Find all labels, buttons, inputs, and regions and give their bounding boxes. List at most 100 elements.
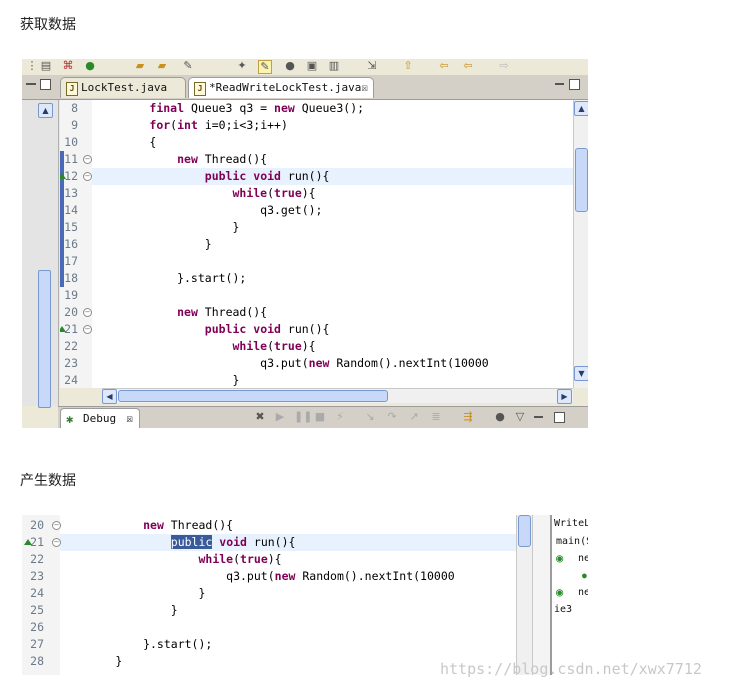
tab-label: LockTest.java <box>81 81 168 94</box>
line-number: 26 <box>30 620 44 634</box>
step-filters-icon[interactable]: ⇶ <box>463 410 473 423</box>
step-into-icon[interactable]: ↘ <box>365 410 375 423</box>
editor-vertical-scrollbar[interactable]: ▲ ▼ <box>573 100 588 388</box>
toolbar-icon[interactable]: ⇧ <box>403 59 413 72</box>
minimize-button[interactable] <box>26 83 36 85</box>
toolbar-icon[interactable]: ⌘ <box>62 59 74 72</box>
vertical-scroll-thumb[interactable] <box>518 515 531 547</box>
toolbar-icon[interactable]: ⇲ <box>367 59 377 72</box>
left-scroll-thumb[interactable] <box>38 270 51 408</box>
thread-icon: ◉ <box>556 585 564 599</box>
stack-frame-icon: ● <box>582 571 587 580</box>
disconnect-icon[interactable]: ⚡ <box>336 410 344 423</box>
line-number: 20 <box>30 518 44 532</box>
vertical-scroll-thumb[interactable] <box>575 148 588 212</box>
toolbar-icon[interactable]: ● <box>285 59 295 72</box>
code-text: }.start(); <box>60 637 213 651</box>
tree-title: WriteL <box>554 518 588 529</box>
toolbar-icon[interactable]: ⋮ <box>26 59 38 72</box>
suspend-icon[interactable]: ❚❚ <box>294 410 313 423</box>
tree-item-thread[interactable]: ne <box>578 553 588 564</box>
folder-icon[interactable]: ▰ <box>135 59 145 72</box>
breakpoint-marker-strip <box>60 151 64 287</box>
code-text: final Queue3 q3 = new Queue3(); <box>149 101 365 115</box>
toolbar-icon[interactable]: ▤ <box>40 59 52 72</box>
fold-toggle-icon[interactable]: − <box>52 538 61 547</box>
tab-locktest[interactable]: J LockTest.java <box>60 77 186 98</box>
run-icon[interactable]: ● <box>85 59 95 72</box>
scroll-right-button[interactable]: ▶ <box>557 389 572 404</box>
highlight-icon[interactable]: ✎ <box>258 60 272 74</box>
close-tab-icon[interactable]: ☒ <box>126 412 133 425</box>
eclipse-screenshot-2: 20 new Thread(){−21 public void run(){−2… <box>22 515 588 675</box>
close-tab-icon[interactable]: ☒ <box>361 81 368 94</box>
line-number: 28 <box>30 654 44 668</box>
tab-readwritelocktest[interactable]: J *ReadWriteLockTest.java ☒ <box>188 77 374 98</box>
editor-horizontal-scrollbar[interactable]: ◀ ▶ <box>102 388 573 404</box>
line-number: 8 <box>71 101 78 115</box>
fold-toggle-icon[interactable]: − <box>83 325 92 334</box>
back-icon[interactable]: ⇦ <box>463 59 473 72</box>
code-text: } <box>94 373 240 387</box>
scroll-down-button[interactable]: ▼ <box>574 366 588 381</box>
remove-launches-icon[interactable]: ✖ <box>255 410 265 423</box>
code-editor-1[interactable]: 8 final Queue3 q3 = new Queue3();9 for(i… <box>60 100 573 388</box>
code-editor-2[interactable]: 20 new Thread(){−21 public void run(){−2… <box>22 515 534 675</box>
code-text: new Thread(){ <box>143 518 234 532</box>
horizontal-scroll-thumb[interactable] <box>118 390 388 402</box>
forward-icon[interactable]: ⇨ <box>499 59 509 72</box>
main-toolbar: ⋮ ▤ ⌘ ● ▰ ▰ ✎ ✦ ✎ ● ▣ ▥ ⇲ ⇧ ⇦ ⇦ ⇨ <box>22 59 588 75</box>
step-return-icon[interactable]: ↗ <box>409 410 419 423</box>
code-text: } <box>94 220 240 234</box>
drop-to-frame-icon[interactable]: ≣ <box>431 410 441 423</box>
code-text: }.start(); <box>94 271 247 285</box>
tree-item-main[interactable]: main(S <box>556 536 588 547</box>
debug-tree-panel: WriteL main(S ◉ ne ● ◉ ne ie3 <box>550 515 588 675</box>
fold-toggle-icon[interactable]: − <box>52 521 61 530</box>
fold-toggle-icon[interactable]: − <box>83 308 92 317</box>
editor-tab-bar: J LockTest.java J *ReadWriteLockTest.jav… <box>22 75 588 100</box>
scroll-up-button[interactable]: ▲ <box>574 101 588 116</box>
scroll-up-button[interactable]: ▲ <box>38 103 53 118</box>
code-text: q3.put(new Random().nextInt(10000 <box>94 356 489 370</box>
scroll-left-button[interactable]: ◀ <box>102 389 117 404</box>
minimize-button[interactable] <box>555 83 564 85</box>
chevron-down-icon[interactable]: ▽ <box>515 410 525 423</box>
code-text: while(true){ <box>198 552 282 566</box>
toolbar-icon[interactable]: ▥ <box>328 59 340 72</box>
watermark: https://blog.csdn.net/xwx7712 <box>440 660 702 678</box>
folder-icon[interactable]: ▰ <box>157 59 167 72</box>
tree-item-label: ie3 <box>554 604 573 615</box>
maximize-button[interactable] <box>569 79 580 90</box>
line-number-gutter <box>60 100 92 388</box>
view-menu-icon[interactable]: ● <box>495 410 505 423</box>
override-marker-icon <box>60 326 66 332</box>
tab-label: Debug <box>83 412 117 425</box>
fold-toggle-icon[interactable]: − <box>83 172 92 181</box>
line-number: 20 <box>64 305 78 319</box>
code-text: public void run(){ <box>170 535 296 549</box>
line-number: 21 <box>30 535 44 549</box>
pin-icon[interactable]: ✦ <box>237 59 247 72</box>
tree-item-thread[interactable]: ne <box>578 587 588 598</box>
code-text: public void run(){ <box>204 169 330 183</box>
line-number: 22 <box>30 552 44 566</box>
tab-debug[interactable]: ✱ Debug ☒ <box>60 408 140 428</box>
eclipse-screenshot-1: ⋮ ▤ ⌘ ● ▰ ▰ ✎ ✦ ✎ ● ▣ ▥ ⇲ ⇧ ⇦ ⇦ ⇨ J Lock… <box>22 59 588 428</box>
maximize-button[interactable] <box>40 79 51 90</box>
line-number: 14 <box>64 203 78 217</box>
line-number: 15 <box>64 220 78 234</box>
toolbar-icon[interactable]: ▣ <box>306 59 318 72</box>
step-over-icon[interactable]: ↷ <box>387 410 397 423</box>
left-view-strip: ▲ <box>22 100 59 408</box>
minimize-button[interactable] <box>534 416 543 418</box>
fold-toggle-icon[interactable]: − <box>83 155 92 164</box>
editor-vertical-scrollbar[interactable] <box>516 515 533 675</box>
maximize-button[interactable] <box>554 412 565 423</box>
tool-icon[interactable]: ✎ <box>183 59 193 72</box>
back-icon[interactable]: ⇦ <box>439 59 449 72</box>
resume-icon[interactable]: ▶ <box>275 410 285 423</box>
current-line-highlight <box>92 168 573 185</box>
thread-icon: ◉ <box>556 551 564 565</box>
terminate-icon[interactable]: ■ <box>314 410 326 423</box>
